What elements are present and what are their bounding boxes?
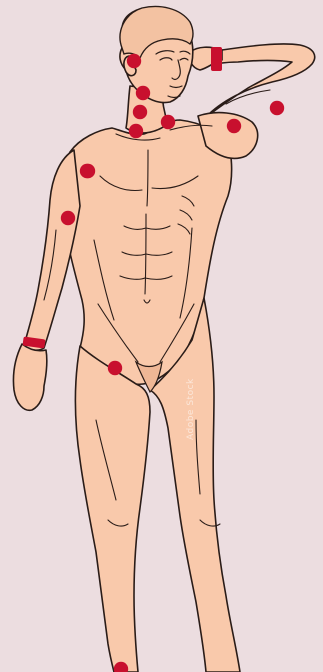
left-elbow-point xyxy=(80,164,94,178)
clavicle-point xyxy=(161,115,175,129)
head-side-point xyxy=(127,54,141,68)
groin-point xyxy=(108,361,122,375)
lowered-arm xyxy=(24,150,80,350)
body-silhouette xyxy=(13,8,314,672)
right-shoulder-point xyxy=(227,119,241,133)
right-upper-arm-point xyxy=(270,101,284,115)
neck-upper-point xyxy=(136,86,150,100)
watermark: Adobe Stock xyxy=(186,378,196,440)
lowered-hand xyxy=(13,344,46,410)
neck-base-point xyxy=(129,124,143,138)
raised-wrist-band xyxy=(211,47,222,71)
neck-middle-point xyxy=(133,105,147,119)
left-leg xyxy=(76,346,151,672)
left-upper-arm-point xyxy=(61,211,75,225)
